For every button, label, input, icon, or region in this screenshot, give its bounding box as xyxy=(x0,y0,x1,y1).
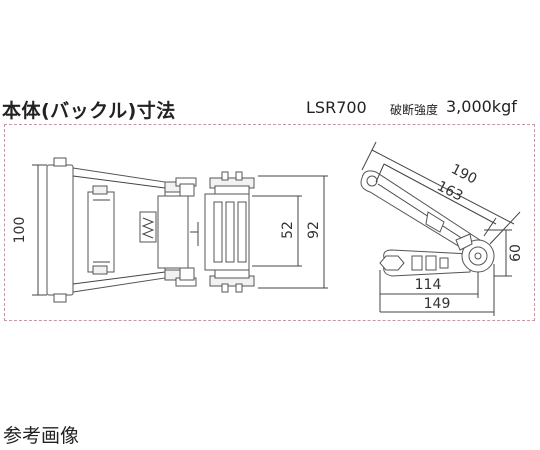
reference-image-caption: 参考画像 xyxy=(3,425,80,447)
model-number: LSR700 xyxy=(306,98,367,117)
dimension-label-base-length-inner: 114 xyxy=(415,277,442,293)
dimension-label-base-length-outer: 149 xyxy=(424,296,451,312)
dimension-base-length-outer: 149 xyxy=(380,264,495,316)
dimension-side-height: 60 xyxy=(484,229,524,277)
breaking-strength-value: 3,000kgf xyxy=(446,97,517,116)
dimension-label-front-height: 100 xyxy=(12,217,28,244)
dimension-label-side-height: 60 xyxy=(508,244,524,262)
dimension-front-height: 100 xyxy=(12,164,47,296)
dimension-label-inner-width: 52 xyxy=(280,221,296,239)
dimension-outer-width: 92 xyxy=(258,175,328,289)
buckle-side-view xyxy=(360,170,495,277)
dimension-label-outer-width: 92 xyxy=(306,221,322,239)
dimension-inner-width: 52 xyxy=(252,195,302,267)
dimension-frame xyxy=(4,124,535,321)
buckle-front-view xyxy=(46,157,255,303)
breaking-strength-label: 破断強度 xyxy=(390,103,439,117)
page-title: 本体(バックル)寸法 xyxy=(2,100,176,122)
dimension-base-length-inner: 114 xyxy=(379,270,479,312)
dimension-label-side-length-inner: 163 xyxy=(434,178,465,204)
